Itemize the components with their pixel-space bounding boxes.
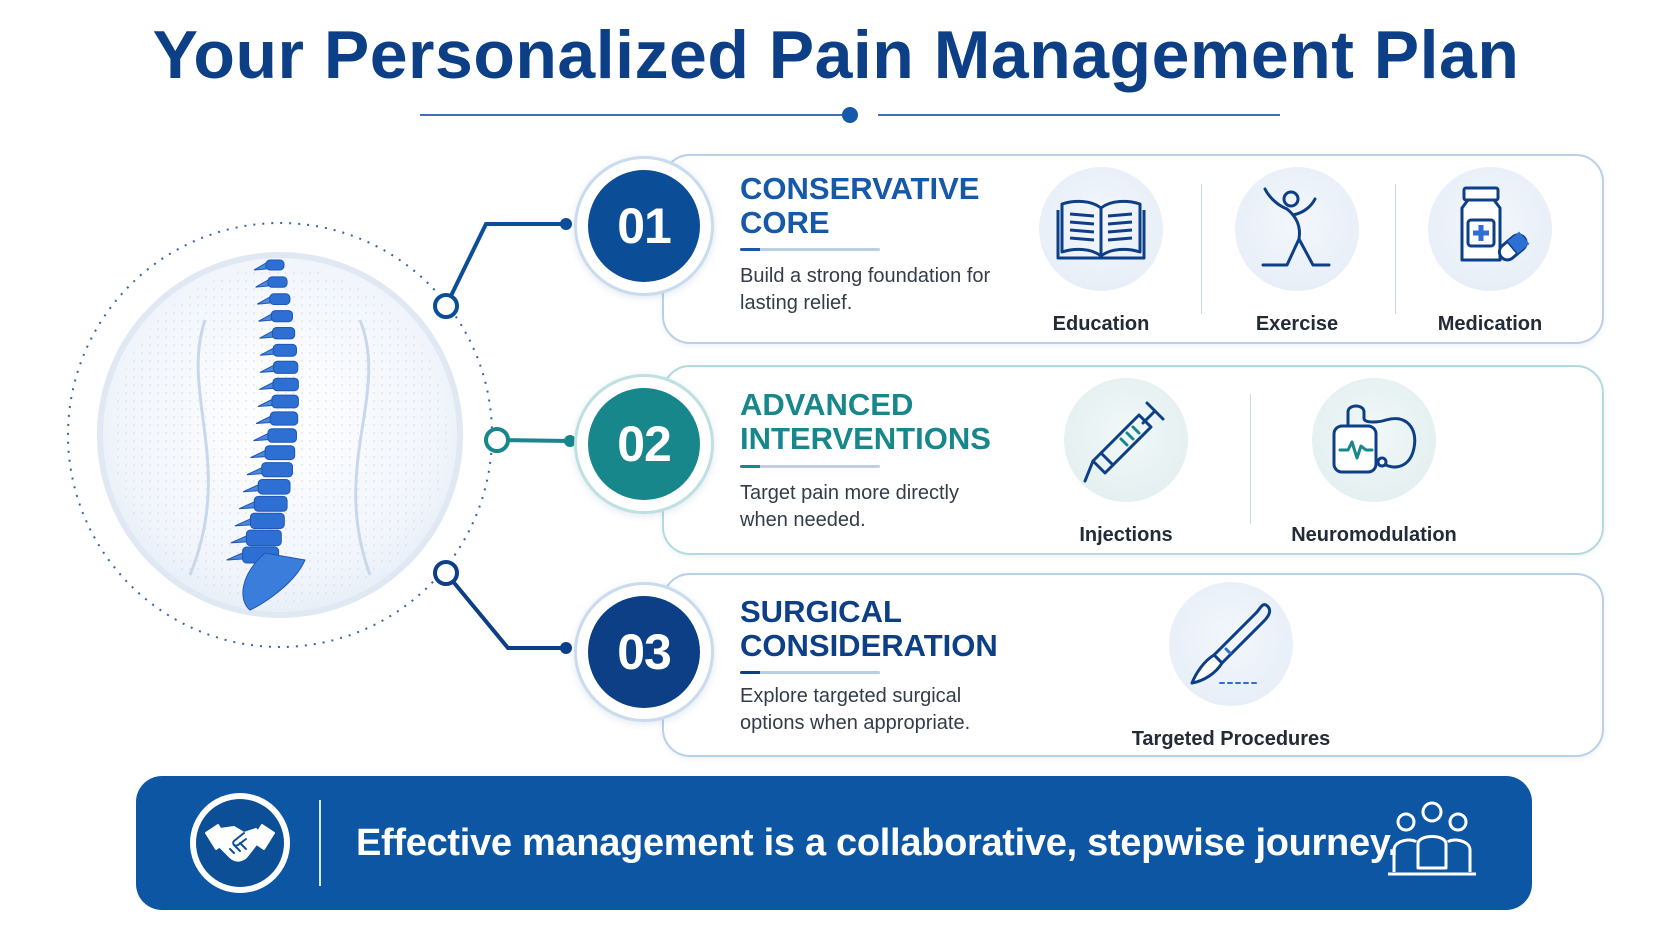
handshake-icon: [205, 824, 275, 862]
banner-message: Effective management is a collaborative,…: [356, 822, 1399, 864]
syringe-icon: [1083, 401, 1165, 483]
vertebra-process: [242, 484, 259, 493]
tool-label: Injections: [1079, 524, 1173, 546]
stage-description: Build a strong foundation for lasting re…: [740, 265, 991, 314]
vertebra: [272, 327, 296, 340]
scalpel-icon: [1190, 603, 1272, 685]
title-divider: [420, 107, 1280, 123]
tool-label: Medication: [1437, 313, 1543, 335]
page-title: Your Personalized Pain Management Plan: [152, 17, 1520, 93]
team-icon-wrap: [1382, 798, 1482, 893]
vertebra-process: [253, 432, 269, 442]
vertebra-process: [230, 535, 247, 544]
vertebra: [245, 529, 282, 547]
heading-underline: [740, 465, 880, 468]
tool-education: Education: [1011, 167, 1191, 336]
vertebra: [270, 310, 294, 323]
open-book-icon: [1056, 199, 1146, 260]
vertebra-process: [226, 552, 244, 561]
vertebra: [253, 495, 288, 512]
vertebra: [265, 259, 285, 271]
banner-divider: [319, 800, 321, 886]
stage-number-badge: 02: [574, 374, 714, 514]
tool-exercise: Exercise: [1207, 167, 1387, 336]
tool-label: Education: [1052, 313, 1150, 335]
stage-heading: CONSERVATIVE CORE: [740, 171, 980, 240]
vertebra-process: [255, 279, 269, 288]
stage-description: Target pain more directly when needed.: [740, 482, 959, 531]
pill-bottle-icon: [1460, 186, 1530, 262]
vertebra: [267, 276, 288, 288]
vertebra-process: [246, 466, 263, 476]
vertebra: [271, 394, 299, 409]
vertebra: [261, 462, 294, 478]
vertebra: [272, 343, 297, 357]
tool-medication: Medication: [1400, 167, 1580, 336]
tool-label: Neuromodulation: [1291, 524, 1457, 546]
vertebra: [269, 293, 291, 306]
vertebra-process: [259, 364, 274, 373]
stage-heading: SURGICAL CONSIDERATION: [740, 594, 998, 663]
tool-injections: Injections: [1036, 378, 1216, 547]
vertebra-process: [257, 296, 271, 305]
vertebra-process: [258, 313, 272, 322]
team-icon: [1388, 801, 1476, 876]
handshake-badge: [190, 793, 290, 893]
spine-icon: [67, 222, 493, 648]
stage-number-badge: 03: [574, 582, 714, 722]
stage-number-badge: 01: [574, 156, 714, 296]
vertebra-process: [259, 381, 274, 390]
vertebra-process: [257, 398, 273, 407]
spine-illustration: [60, 215, 500, 655]
vertebra: [249, 512, 285, 530]
vertebra-process: [250, 449, 266, 459]
tool-label: Targeted Procedures: [1131, 728, 1331, 750]
stage-card-surgical: [662, 573, 1604, 757]
heading-underline: [740, 248, 880, 251]
vertebra: [257, 479, 291, 495]
stage-description: Explore targeted surgical options when a…: [740, 685, 971, 734]
vertebra: [272, 360, 299, 374]
stage-number: 01: [588, 170, 700, 282]
vertebra-process: [259, 330, 273, 339]
stage-heading: ADVANCED INTERVENTIONS: [740, 387, 991, 456]
vertebra: [264, 445, 296, 461]
stage-number: 03: [588, 596, 700, 708]
stage-number: 02: [588, 388, 700, 500]
vertebra: [267, 428, 297, 443]
vertebra-process: [255, 415, 271, 424]
tool-label: Exercise: [1255, 313, 1339, 335]
vertebra-process: [238, 501, 255, 510]
tool-targeted-procedures: Targeted Procedures: [1131, 582, 1331, 751]
vertebra-process: [234, 518, 251, 527]
tool-neuromodulation: Neuromodulation: [1274, 378, 1474, 547]
stretching-person-icon: [1261, 187, 1331, 267]
vertebra-process: [259, 347, 274, 356]
stimulator-device-icon: [1332, 404, 1417, 474]
vertebra: [272, 377, 299, 392]
vertebra: [269, 411, 299, 426]
heading-underline: [740, 671, 880, 674]
vertebra-process: [253, 262, 267, 271]
summary-banner: Effective management is a collaborative,…: [136, 776, 1532, 910]
